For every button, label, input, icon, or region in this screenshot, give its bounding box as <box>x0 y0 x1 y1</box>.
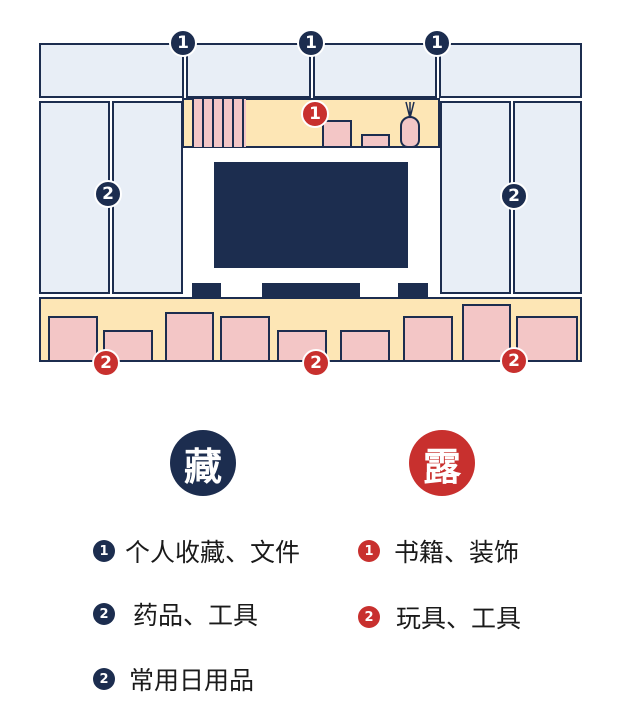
legend-hide-item: 2 药品、工具 <box>93 596 258 632</box>
badge-1-icon: 1 <box>358 540 380 562</box>
top-cabinet <box>313 43 437 98</box>
storage-box <box>220 316 270 362</box>
vase <box>400 116 420 148</box>
legend-hide-item: 2 常用日用品 <box>93 661 254 697</box>
badge-show-1: 1 <box>301 100 329 128</box>
badge-show-2: 2 <box>92 349 120 377</box>
top-cabinet <box>439 43 582 98</box>
top-cabinet <box>39 43 184 98</box>
tv-screen <box>214 162 408 268</box>
legend-text: 玩具、工具 <box>396 604 522 633</box>
badge-2-icon: 2 <box>93 603 115 625</box>
badge-2-icon: 2 <box>93 668 115 690</box>
books <box>192 99 246 147</box>
side-cabinet-door <box>112 101 183 294</box>
badge-show-2: 2 <box>500 347 528 375</box>
legend-show-item: 1 书籍、装饰 <box>358 533 519 569</box>
storage-box <box>48 316 98 362</box>
decor-box <box>322 120 352 148</box>
top-cabinet <box>186 43 311 98</box>
badge-show-2: 2 <box>302 349 330 377</box>
speaker <box>398 283 428 297</box>
storage-box <box>403 316 453 362</box>
legend-hide-title: 藏 <box>170 430 236 496</box>
legend-text: 常用日用品 <box>129 666 255 695</box>
decor-box <box>361 134 390 148</box>
badge-hide-2: 2 <box>500 182 528 210</box>
legend-show-title: 露 <box>409 430 475 496</box>
badge-hide-2: 2 <box>94 180 122 208</box>
legend-text: 药品、工具 <box>133 601 259 630</box>
badge-1-icon: 1 <box>93 540 115 562</box>
storage-box <box>103 330 153 362</box>
badge-hide-1: 1 <box>423 29 451 57</box>
vase-stems <box>405 101 415 119</box>
legend-show-item: 2 玩具、工具 <box>358 599 521 635</box>
legend-hide-item: 1 个人收藏、文件 <box>93 533 300 569</box>
storage-box <box>340 330 390 362</box>
storage-box <box>165 312 214 362</box>
side-cabinet-door <box>440 101 511 294</box>
legend-text: 书籍、装饰 <box>394 538 520 567</box>
badge-2-icon: 2 <box>358 606 380 628</box>
soundbar <box>262 283 360 297</box>
speaker <box>192 283 221 297</box>
badge-hide-1: 1 <box>169 29 197 57</box>
legend-text: 个人收藏、文件 <box>125 538 301 567</box>
badge-hide-1: 1 <box>297 29 325 57</box>
